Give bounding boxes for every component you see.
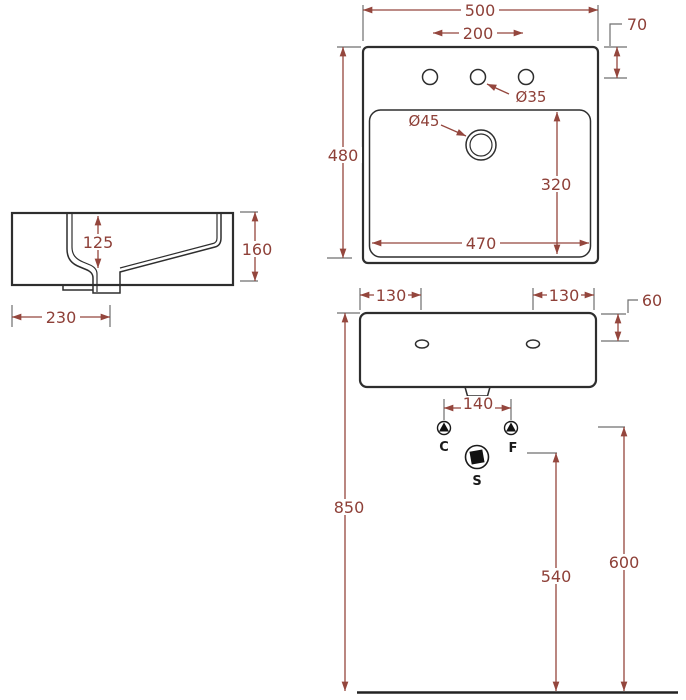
front-outer-outline [358,311,598,389]
dim-overall-width-label: 500 [465,1,496,20]
side-bottom-step [62,285,93,291]
dim-basin-length-label: 470 [466,234,497,253]
front-fixing-hole-right [525,339,541,349]
side-basin-profile-inner-left [71,214,98,292]
dim-side-depth-label: 230 [46,308,77,327]
waste-outlet-symbol: S [464,444,490,489]
dim-overall-depth-label: 480 [328,146,359,165]
plan-view: 500 200 70 480 320 470 Ø45 Ø35 [324,1,647,265]
dim-waste-height-label: 540 [541,567,572,586]
plan-outer-outline [361,45,600,265]
cold-supply-triangle-icon [439,422,449,432]
drain-hole-outer [465,129,497,161]
side-outer-outline [10,211,235,287]
dim-left-tap-offset-label: 130 [376,286,407,305]
front-view: 130 130 60 140 C F S [330,286,678,694]
waste-outlet-label: S [472,474,481,489]
tap-hole-diameter-leader [486,83,510,95]
side-basin-profile [66,214,222,294]
dim-tap-setback-label: 70 [627,15,647,34]
tap-hole-left [421,68,439,86]
drain-hole-inner [469,133,493,157]
dim-tap-spacing-label: 200 [463,24,494,43]
tap-hole-right [517,68,535,86]
hot-supply-triangle-icon [506,422,516,432]
dim-supply-height-label: 600 [609,553,640,572]
dim-basin-width-label: 320 [541,175,572,194]
waste-outlet-square-icon [469,449,485,465]
dim-tap-drop-label: 60 [642,291,662,310]
drain-diameter-leader [440,124,467,137]
hot-supply-symbol: F [503,420,519,456]
front-fixing-hole-left [414,339,430,349]
dim-right-tap-offset-label: 130 [549,286,580,305]
cold-supply-symbol: C [436,420,452,455]
tap-hole-diameter-label: Ø35 [516,88,547,106]
plan-basin-rim [368,109,592,258]
drain-diameter-label: Ø45 [409,112,440,130]
tap-hole-center [469,68,487,86]
dim-basin-depth-label: 125 [83,233,114,252]
dim-supply-spacing-label: 140 [463,394,494,413]
hot-supply-label: F [509,441,518,456]
dim-rim-height-label: 850 [334,498,365,517]
cold-supply-label: C [439,440,449,455]
side-view: 125 160 230 [10,211,276,327]
dim-overall-height-label: 160 [242,240,273,259]
side-basin-profile-inner-slope [119,214,218,269]
